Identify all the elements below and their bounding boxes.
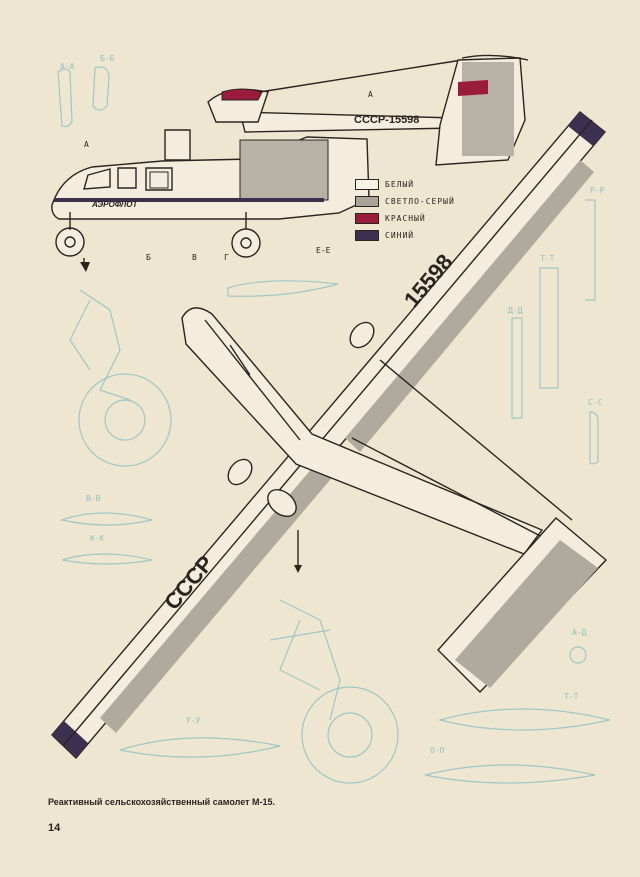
ghost-section-ad	[569, 646, 587, 664]
legend-item: БЕЛЫЙ	[355, 176, 475, 193]
figure-caption: Реактивный сельскохозяйственный самолет …	[48, 797, 276, 807]
label-ad: А-Д	[572, 628, 587, 637]
ghost-airfoil-kk	[61, 553, 153, 565]
side-registration: СССР-15598	[354, 114, 420, 126]
main-wheel	[231, 228, 261, 258]
label-ee: Е-Е	[316, 246, 331, 255]
label-kk: К-К	[90, 534, 105, 543]
aeroflot-emblem	[149, 171, 169, 189]
label-oo: О-О	[430, 746, 445, 755]
side-airline-name: АЭРОФЛОТ	[92, 200, 138, 209]
engine-pod	[239, 139, 329, 201]
ghost-airfoil-tt	[437, 708, 611, 731]
label-a-top: А	[84, 140, 89, 149]
legend-item: КРАСНЫЙ	[355, 210, 475, 227]
tail-booms	[351, 359, 573, 541]
label-ss: С-С	[588, 398, 603, 407]
cabin-top-section	[164, 129, 191, 161]
ghost-section-ss	[589, 411, 599, 465]
ghost-airfoil-yy	[119, 737, 281, 758]
ghost-wheel-upper	[78, 373, 172, 467]
fin-red-stripe	[458, 80, 488, 96]
legend-label: СВЕТЛО-СЕРЫЙ	[385, 197, 455, 206]
ghost-airfoil-oo	[424, 764, 596, 784]
ghost-section-b	[92, 66, 110, 111]
wing-red-stripe	[221, 88, 263, 101]
label-aa-top: А-А	[60, 62, 75, 71]
label-bb-top: Б-Б	[100, 54, 115, 63]
wing-grey-panel-right	[345, 160, 594, 452]
legend-swatch-light-grey	[355, 196, 379, 207]
ghost-sections	[57, 66, 611, 784]
ghost-airfoil-bb	[59, 512, 153, 526]
label-tt2: Т-Т	[564, 692, 579, 701]
ghost-gear-strut-lower	[269, 599, 341, 721]
label-tt: Т-Т	[540, 254, 555, 263]
legend-label: СИНИЙ	[385, 231, 415, 240]
ghost-section-tt	[539, 267, 559, 389]
label-yy: У-У	[186, 716, 201, 725]
ghost-section-dd	[511, 317, 523, 419]
wing-nacelle-left	[227, 458, 253, 486]
wing-nacelle-right	[349, 321, 375, 349]
cockpit-windows	[83, 167, 173, 191]
ghost-airfoil-ee	[227, 280, 339, 297]
wing-grey-panel-left	[100, 447, 346, 733]
ghost-section-a	[57, 68, 73, 128]
ghost-wheel-lower	[301, 686, 399, 784]
legend-label: БЕЛЫЙ	[385, 180, 415, 189]
legend-swatch-blue	[355, 230, 379, 241]
label-rr: Р-Р	[590, 186, 605, 195]
label-b: Б	[146, 253, 151, 262]
legend-item: СВЕТЛО-СЕРЫЙ	[355, 193, 475, 210]
nose-wheel	[55, 227, 85, 257]
label-dd: Д-Д	[508, 306, 523, 315]
legend-item: СИНИЙ	[355, 227, 475, 244]
tail-brace-wire	[259, 59, 463, 93]
wingtip-right	[568, 112, 605, 146]
top-view	[51, 111, 608, 760]
engine-intake	[267, 489, 297, 517]
label-vv: В-В	[86, 494, 101, 503]
wingtip-left	[52, 721, 88, 757]
ghost-section-rr	[585, 199, 596, 301]
legend-label: КРАСНЫЙ	[385, 214, 426, 223]
color-legend: БЕЛЫЙ СВЕТЛО-СЕРЫЙ КРАСНЫЙ СИНИЙ	[355, 176, 475, 244]
label-g: Г	[224, 253, 229, 262]
legend-swatch-red	[355, 213, 379, 224]
side-view	[51, 54, 529, 272]
label-v: В	[192, 253, 197, 262]
top-fuselage	[181, 307, 544, 555]
page-number: 14	[48, 822, 61, 834]
fuselage-blue-stripe	[54, 198, 324, 202]
legend-swatch-white	[355, 179, 379, 190]
label-a-side: А	[368, 90, 373, 99]
ghost-gear-strut-upper	[69, 289, 131, 401]
